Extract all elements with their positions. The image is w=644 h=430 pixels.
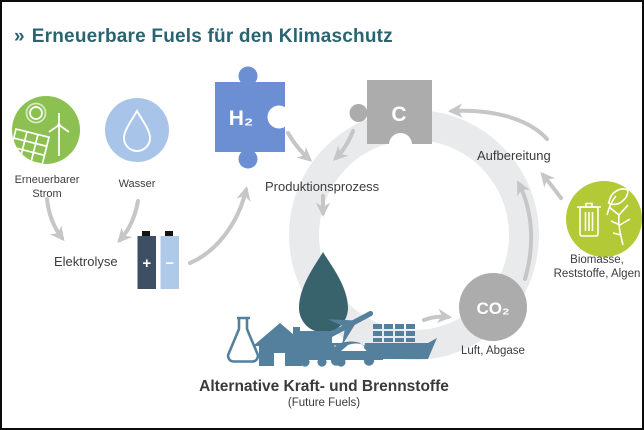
- fuels-subtitle: (Future Fuels): [287, 397, 361, 409]
- arrow-electrolysis-to-h2: [188, 186, 251, 265]
- electrolysis-label: Elektrolyse: [54, 254, 118, 269]
- renewable-power-label: Erneuerbarer Strom: [14, 174, 80, 200]
- production-process-label: Produktionsprozess: [265, 179, 380, 194]
- arrow-water-to-electrolysis: [117, 199, 140, 243]
- h2-puzzle-knob-top: [238, 66, 258, 86]
- renewable-power-circle: [12, 96, 80, 164]
- arrow-h2-to-production: [286, 131, 313, 162]
- page-title: Erneuerbare Fuels für den Klimaschutz: [31, 26, 393, 47]
- car-icon: [320, 341, 383, 366]
- h2-puzzle-knob-bottom: [238, 149, 258, 169]
- arrow-biomass-to-processing: [540, 171, 563, 200]
- trash-leaf-algae-icon: [577, 188, 631, 246]
- carbon-puzzle-socket: [389, 133, 412, 156]
- co2-symbol: CO₂: [476, 299, 509, 318]
- arrow-c-to-production: [333, 129, 355, 161]
- minus-sign: −: [165, 255, 174, 272]
- water-label: Wasser: [118, 178, 156, 190]
- co2-circle: [459, 273, 527, 341]
- flow-arrows: [45, 103, 563, 323]
- arrow-fuel-to-co2: [422, 308, 453, 323]
- arrow-co2-to-processing: [517, 180, 534, 281]
- water-circle: [105, 98, 169, 162]
- battery-terminal-minus: [165, 231, 173, 236]
- h2-symbol: H₂: [229, 107, 254, 130]
- ship-icon: [364, 324, 437, 359]
- arrow-power-to-electrolysis: [45, 197, 65, 242]
- processing-label: Aufbereitung: [477, 148, 551, 163]
- biomass-label: Biomasse, Reststoffe, Algen: [553, 254, 641, 281]
- plus-sign: +: [142, 255, 151, 272]
- carbon-puzzle-piece: C: [349, 80, 432, 156]
- biomass-circle: [566, 181, 642, 257]
- water-node: [105, 98, 169, 162]
- biomass-node: [566, 181, 642, 257]
- double-chevron-icon: »: [14, 26, 25, 47]
- page-header: » Erneuerbare Fuels für den Klimaschutz: [14, 26, 393, 48]
- electrode-negative: [160, 236, 179, 289]
- fuel-consumers-icons: [226, 310, 437, 367]
- fuels-title: Alternative Kraft- und Brennstoffe: [199, 378, 449, 395]
- renewable-power-node: [12, 96, 80, 164]
- h2-puzzle-piece: H₂: [215, 66, 291, 169]
- carbon-symbol: C: [391, 103, 406, 126]
- co2-node: CO₂: [459, 273, 527, 341]
- flask-icon: [226, 316, 260, 363]
- battery-electrodes-icon: + −: [137, 231, 179, 289]
- arrow-processing-to-c: [447, 103, 549, 141]
- battery-terminal-plus: [142, 231, 150, 236]
- carbon-puzzle-knob-left: [349, 104, 368, 122]
- h2-puzzle-socket: [267, 105, 291, 129]
- fuel-drop-icon: [299, 252, 348, 333]
- water-drop-icon: [123, 109, 151, 152]
- house-icon: [253, 323, 307, 366]
- air-exhaust-label: Luft, Abgase: [461, 345, 525, 357]
- electrode-positive: [137, 236, 156, 289]
